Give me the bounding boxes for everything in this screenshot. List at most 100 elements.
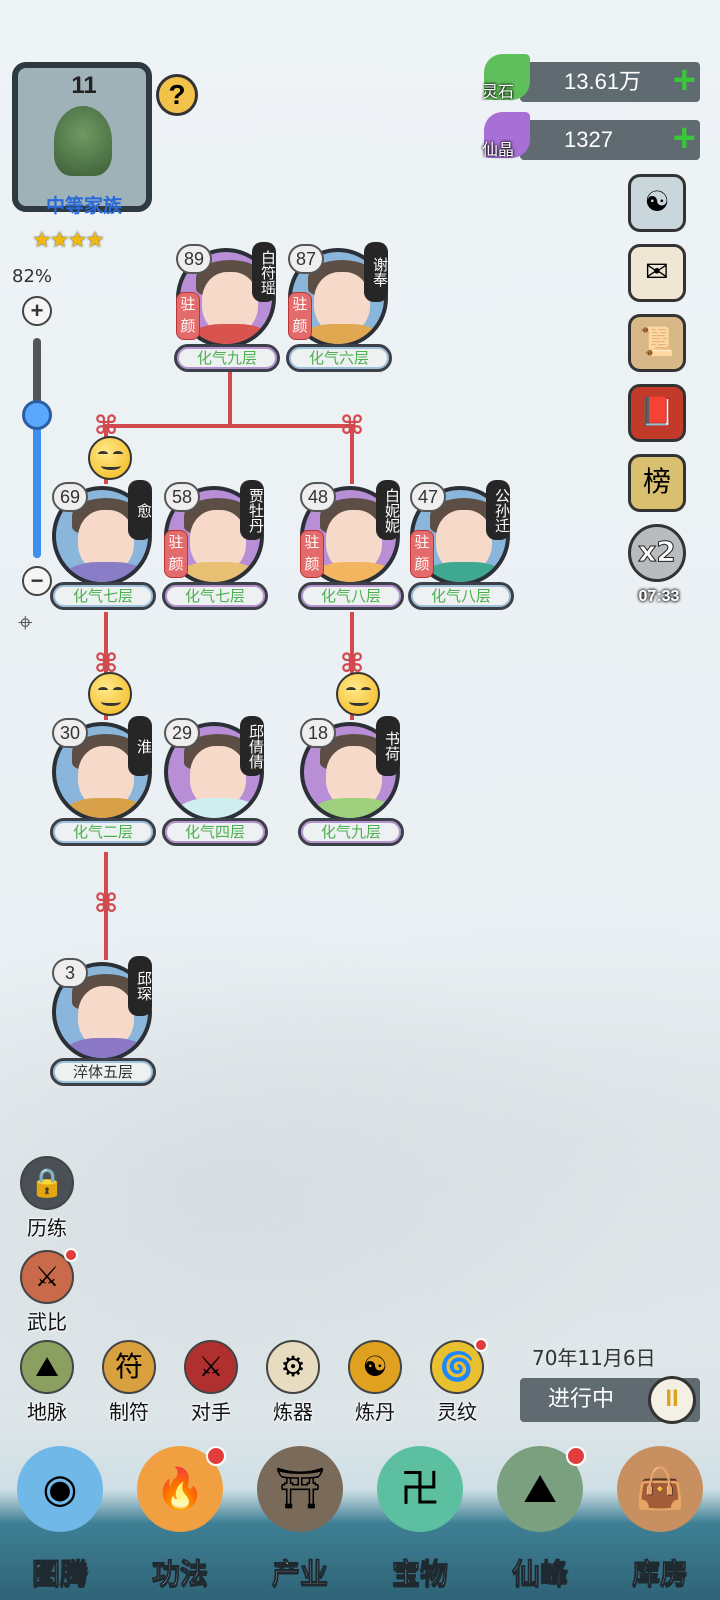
portrait-face: [78, 746, 134, 808]
nav-tab-storage[interactable]: 👜库房: [600, 1440, 720, 1600]
nav-tab-industry[interactable]: ⛩产业: [240, 1440, 360, 1600]
industry-icon: ⛩: [257, 1446, 343, 1532]
member-name: 谢奉: [364, 242, 389, 302]
pause-button[interactable]: II: [648, 1376, 696, 1424]
member-name: 淮: [128, 716, 153, 776]
activity-1[interactable]: ⚔武比: [16, 1248, 78, 1335]
yin-yang-gear-icon[interactable]: ☯: [628, 174, 686, 232]
nav-tab-label: 库房: [631, 1557, 688, 1591]
clan-level: 11: [71, 72, 97, 99]
ranking-banner-icon[interactable]: 榜: [628, 454, 686, 512]
nav-tab-totem[interactable]: ◉图腾: [0, 1440, 120, 1600]
youth-preserved-badge: 驻颜: [300, 530, 324, 578]
status-label: 进行中: [548, 1387, 615, 1412]
emoji-eye: [113, 451, 123, 457]
smirk-emoji-icon: [88, 672, 132, 716]
member-name: 贾牡丹: [240, 480, 265, 540]
resource-label: 仙晶: [482, 140, 515, 159]
member-name: 白符瑶: [252, 242, 277, 302]
portrait-face: [78, 510, 134, 572]
craft-talisman[interactable]: 符制符: [98, 1340, 160, 1425]
portrait-robe: [64, 1038, 148, 1058]
member-realm: 化气六层: [286, 344, 392, 372]
forge-icon: ⚙: [266, 1340, 320, 1394]
spirit-stone-icon: [484, 54, 530, 100]
craft-label: 灵纹: [437, 1400, 477, 1424]
speed-boost-icon[interactable]: x2: [628, 524, 686, 582]
marriage-knot-icon: ⌘: [339, 411, 365, 441]
lock-icon: 🔒: [20, 1156, 74, 1210]
notification-dot: [566, 1446, 586, 1466]
craft-rival[interactable]: ⚔对手: [180, 1340, 242, 1425]
clan-emblem[interactable]: 11 中等家族: [12, 62, 152, 217]
craft-forge[interactable]: ⚙炼器: [262, 1340, 324, 1425]
scroll-icon[interactable]: 📜: [628, 314, 686, 372]
smirk-emoji-icon: [336, 672, 380, 716]
member-realm: 化气四层: [162, 818, 268, 846]
nav-tab-technique[interactable]: 🔥 功法: [120, 1440, 240, 1600]
portrait-face: [190, 746, 246, 808]
nav-tab-treasure[interactable]: 卍宝物: [360, 1440, 480, 1600]
member-realm: 化气九层: [298, 818, 404, 846]
marriage-knot-icon: ⌘: [93, 889, 119, 919]
add-resource-button[interactable]: +: [672, 58, 696, 102]
portrait-face: [314, 272, 370, 334]
family-member-card[interactable]: 18 书荷化气九层: [296, 716, 406, 848]
marriage-knot-icon: ⌘: [93, 411, 119, 441]
member-age: 30: [52, 718, 88, 748]
clan-stars: ★★★★: [32, 228, 105, 253]
zoom-percent: 82%: [12, 266, 53, 287]
portrait-face: [436, 510, 492, 572]
nav-tab-label: 功法: [151, 1557, 208, 1591]
activity-label: 武比: [27, 1310, 67, 1334]
portrait-face: [202, 272, 258, 334]
youth-preserved-badge: 驻颜: [164, 530, 188, 578]
member-age: 18: [300, 718, 336, 748]
zoom-in-button[interactable]: +: [22, 296, 52, 326]
red-book-icon[interactable]: 📕: [628, 384, 686, 442]
notification-dot: [474, 1338, 488, 1352]
add-resource-button[interactable]: +: [672, 116, 696, 160]
nav-tab-peak[interactable]: ⛰仙峰: [480, 1440, 600, 1600]
resource-bar: 13.61万+: [520, 58, 700, 102]
member-age: 87: [288, 244, 324, 274]
craft-alchemy-furnace[interactable]: ☯炼丹: [344, 1340, 406, 1425]
totem-icon: ◉: [17, 1446, 103, 1532]
progress-status[interactable]: 进行中 II: [520, 1376, 700, 1424]
technique-icon: 🔥: [137, 1446, 223, 1532]
emoji-eye: [361, 687, 371, 693]
locate-icon[interactable]: ⌖: [18, 608, 33, 638]
member-age: 58: [164, 482, 200, 512]
craft-spirit-pattern[interactable]: 🌀灵纹: [426, 1338, 488, 1425]
emoji-eye: [113, 687, 123, 693]
craft-earth-vein[interactable]: ⛰地脉: [16, 1340, 78, 1425]
resource-label: 灵石: [482, 82, 515, 101]
letters-icon[interactable]: ✉: [628, 244, 686, 302]
member-name: 愈: [128, 480, 153, 540]
craft-label: 对手: [191, 1400, 231, 1424]
portrait-face: [326, 746, 382, 808]
youth-preserved-badge: 驻颜: [410, 530, 434, 578]
portrait-robe: [312, 798, 396, 818]
zoom-slider-thumb[interactable]: [22, 400, 52, 430]
member-realm: 化气七层: [50, 582, 156, 610]
zoom-out-button[interactable]: −: [22, 566, 52, 596]
help-button[interactable]: ?: [156, 74, 198, 116]
member-name: 书荷: [376, 716, 401, 776]
youth-preserved-badge: 驻颜: [176, 292, 200, 340]
portrait-robe: [312, 562, 396, 582]
member-name: 公孙迁: [486, 480, 511, 540]
member-age: 47: [410, 482, 446, 512]
clan-rank: 中等家族: [45, 195, 122, 217]
activity-0[interactable]: 🔒历练: [16, 1156, 78, 1241]
member-realm: 化气八层: [298, 582, 404, 610]
